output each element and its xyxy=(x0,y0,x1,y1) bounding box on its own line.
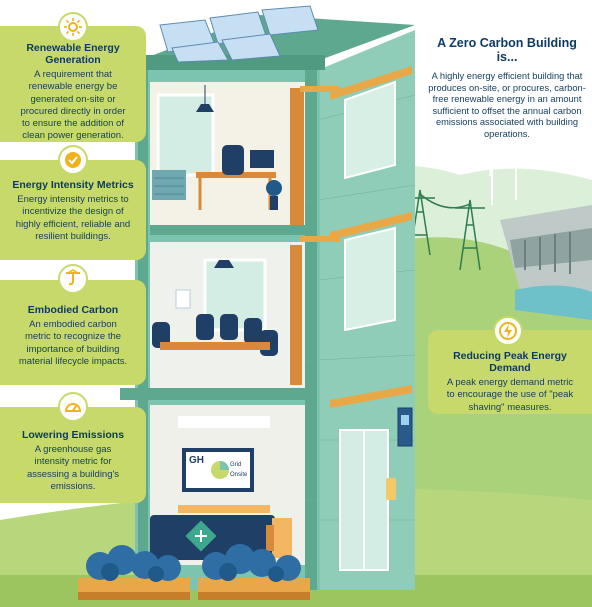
zero-carbon-definition: A Zero Carbon Building is... A highly en… xyxy=(426,36,588,141)
floor-1-lamp xyxy=(196,104,214,112)
side-windows xyxy=(344,80,396,332)
side-door xyxy=(339,429,389,571)
checkmark-icon xyxy=(58,145,88,175)
definition-title: A Zero Carbon Building is... xyxy=(437,36,577,64)
callout-text: Energy intensity metrics to incentivize … xyxy=(15,194,131,242)
front-awnings xyxy=(300,86,340,242)
callout-energy-intensity-metrics: Energy Intensity Metrics Energy intensit… xyxy=(0,160,146,260)
floor-1-vent xyxy=(152,170,186,200)
onsite-label: Onsite xyxy=(230,472,248,478)
grid-label: Grid xyxy=(230,462,242,468)
gh-display-label: GH xyxy=(189,455,204,466)
callout-embodied-carbon: Embodied Carbon An embodied carbon metri… xyxy=(0,280,146,385)
sun-icon xyxy=(58,12,88,42)
floor-2-chairs xyxy=(152,314,278,356)
callout-title: Energy Intensity Metrics xyxy=(12,179,134,191)
callout-title: Embodied Carbon xyxy=(27,304,119,316)
wall-panel xyxy=(397,407,413,447)
planter-boxes xyxy=(78,578,310,600)
crane-hook-icon xyxy=(58,264,88,294)
meter-box xyxy=(386,478,396,500)
callout-title: Reducing Peak Energy Demand xyxy=(453,350,567,374)
lightning-icon xyxy=(493,316,523,346)
callout-title: Renewable Energy Generation xyxy=(26,42,120,66)
callout-text: An embodied carbon metric to recognize t… xyxy=(18,319,128,367)
callout-text: A requirement that renewable energy be g… xyxy=(20,69,126,142)
floor-1-plant xyxy=(266,180,282,196)
solar-panels xyxy=(159,5,319,63)
callout-text: A greenhouse gas intensity metric for as… xyxy=(26,444,120,492)
floor-2-lamp xyxy=(214,260,234,268)
definition-text: A highly energy efficient building that … xyxy=(428,71,586,139)
floor-2-table xyxy=(160,342,270,350)
wind-turbines xyxy=(479,137,531,205)
hydro-dam xyxy=(500,205,592,320)
callout-lowering-emissions: Lowering Emissions A greenhouse gas inte… xyxy=(0,407,146,503)
callout-text: A peak energy demand metric to encourage… xyxy=(446,377,574,413)
gauge-icon xyxy=(58,392,88,422)
callout-title: Lowering Emissions xyxy=(21,429,125,441)
floor-1-monitor xyxy=(250,150,274,168)
callout-renewable-energy-generation: Renewable Energy Generation A requiremen… xyxy=(0,26,146,142)
side-awnings xyxy=(330,66,412,408)
power-towers xyxy=(405,189,485,271)
